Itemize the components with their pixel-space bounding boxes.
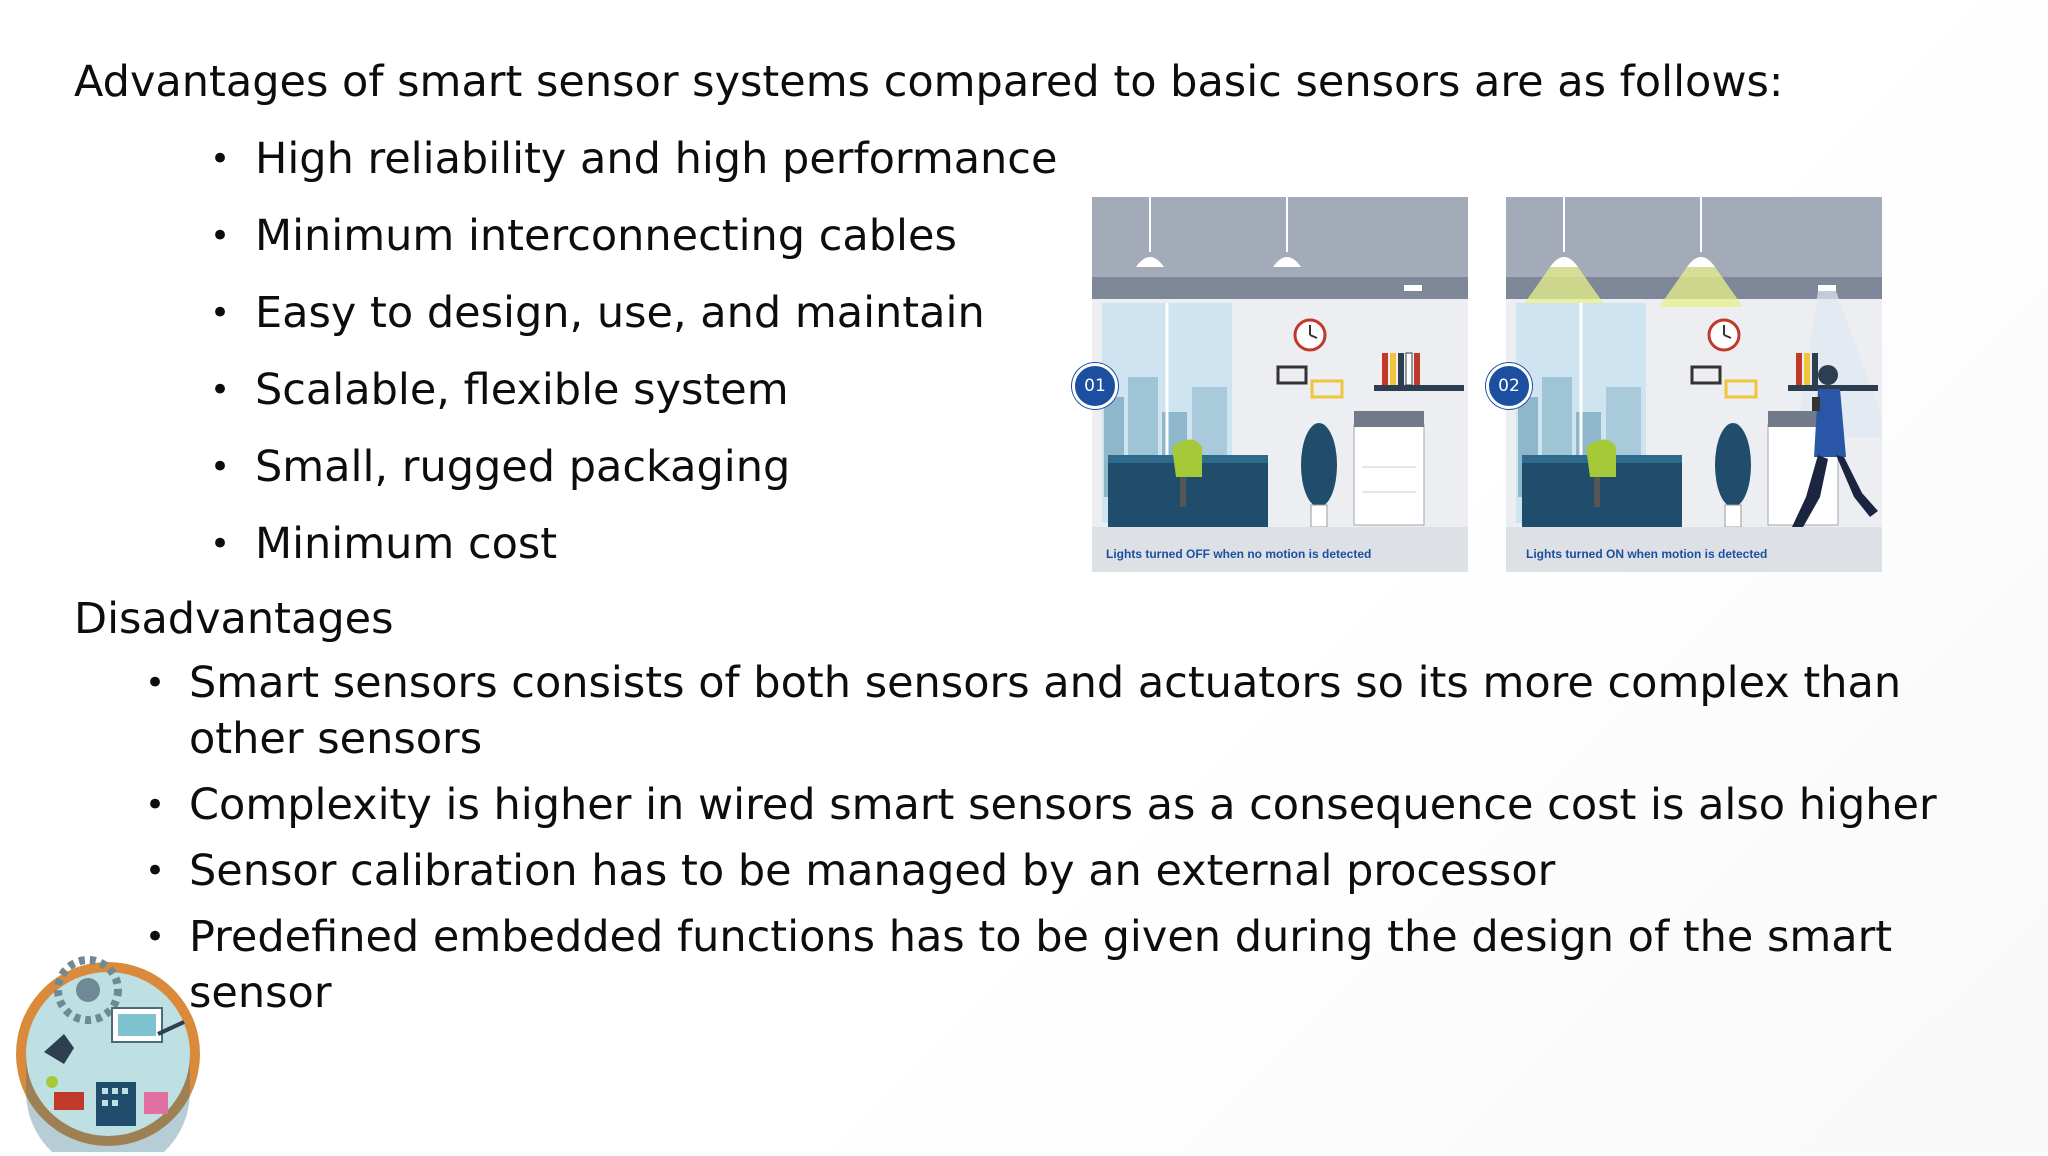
office-illustration-lights-off: Lights turned OFF when no motion is dete… bbox=[1092, 197, 1468, 572]
figure-caption: Lights turned ON when motion is detected bbox=[1526, 547, 1767, 561]
advantage-text: Minimum cost bbox=[255, 519, 558, 569]
step-badge: 02 bbox=[1486, 363, 1532, 409]
advantage-item: • Scalable, flexible system bbox=[210, 357, 1057, 434]
advantages-list: • High reliability and high performance •… bbox=[210, 126, 1057, 588]
advantage-text: Easy to design, use, and maintain bbox=[255, 288, 985, 338]
disadvantage-text: Predefined embedded functions has to be … bbox=[189, 912, 1893, 1018]
intro-text: Advantages of smart sensor systems compa… bbox=[74, 57, 1784, 107]
bullet-icon: • bbox=[145, 785, 166, 825]
advantage-text: Minimum interconnecting cables bbox=[255, 211, 957, 261]
bullet-icon: • bbox=[145, 851, 166, 891]
bullet-icon: • bbox=[210, 216, 231, 256]
disadvantage-item: • Predefined embedded functions has to be… bbox=[145, 909, 1985, 1021]
advantage-item: • Small, rugged packaging bbox=[210, 434, 1057, 511]
step-badge: 01 bbox=[1072, 363, 1118, 409]
disadvantage-item: • Complexity is higher in wired smart sen… bbox=[145, 777, 1985, 833]
advantage-text: Scalable, flexible system bbox=[255, 365, 789, 415]
advantage-text: High reliability and high performance bbox=[255, 134, 1058, 184]
disadvantage-text: Smart sensors consists of both sensors a… bbox=[189, 658, 1902, 764]
disadvantage-item: • Sensor calibration has to be managed by… bbox=[145, 843, 1985, 899]
bullet-icon: • bbox=[145, 663, 166, 703]
bullet-icon: • bbox=[210, 293, 231, 333]
advantage-item: • Minimum interconnecting cables bbox=[210, 203, 1057, 280]
iot-badge-logo bbox=[8, 942, 208, 1156]
disadvantages-heading: Disadvantages bbox=[74, 594, 394, 644]
bullet-icon: • bbox=[145, 917, 166, 957]
bullet-icon: • bbox=[210, 524, 231, 564]
disadvantage-text: Sensor calibration has to be managed by … bbox=[189, 846, 1556, 896]
disadvantage-item: • Smart sensors consists of both sensors … bbox=[145, 655, 1985, 767]
bullet-icon: • bbox=[210, 447, 231, 487]
bullet-icon: • bbox=[210, 370, 231, 410]
advantage-text: Small, rugged packaging bbox=[255, 442, 791, 492]
advantage-item: • Easy to design, use, and maintain bbox=[210, 280, 1057, 357]
bullet-icon: • bbox=[210, 139, 231, 179]
advantage-item: • Minimum cost bbox=[210, 511, 1057, 588]
disadvantage-text: Complexity is higher in wired smart sens… bbox=[189, 780, 1937, 830]
figure-caption: Lights turned OFF when no motion is dete… bbox=[1106, 547, 1371, 561]
disadvantages-list: • Smart sensors consists of both sensors … bbox=[145, 655, 1985, 1031]
advantage-item: • High reliability and high performance bbox=[210, 126, 1057, 203]
office-illustration-lights-on: Lights turned ON when motion is detected bbox=[1506, 197, 1882, 572]
